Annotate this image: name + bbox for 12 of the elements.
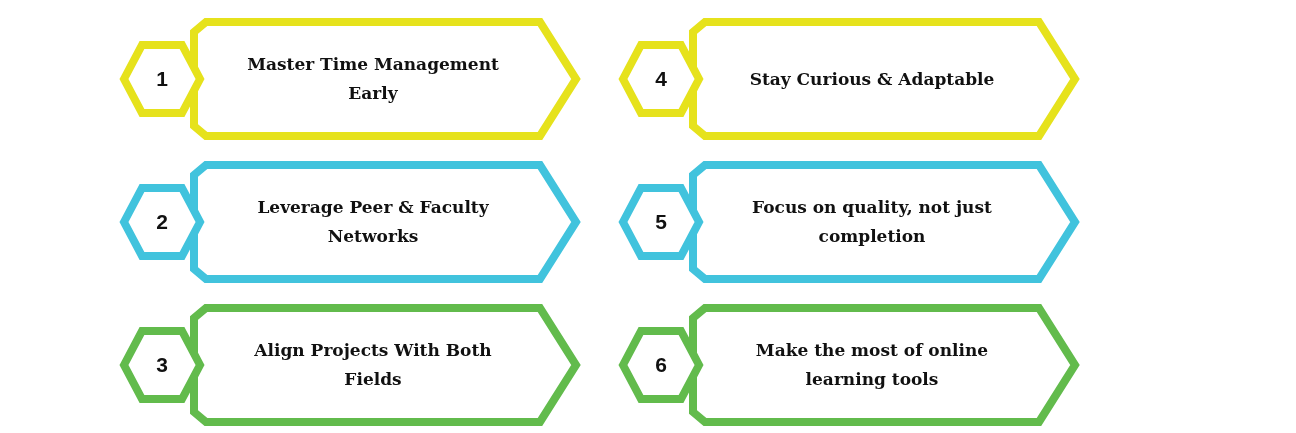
step-text: Align Projects With Both Fields <box>253 339 493 391</box>
step-text: Make the most of online learning tools <box>754 339 990 391</box>
step-number: 1 <box>156 67 168 91</box>
step-number: 3 <box>156 353 168 377</box>
step-number: 2 <box>156 210 168 234</box>
step-text: Focus on quality, not just completion <box>751 196 993 248</box>
step-text: Master Time Management Early <box>246 53 500 105</box>
step-number: 5 <box>655 210 667 234</box>
step-text: Stay Curious & Adaptable <box>749 67 995 91</box>
step-text: Leverage Peer & Faculty Networks <box>256 196 490 248</box>
step-number: 6 <box>655 353 667 377</box>
step-number: 4 <box>655 67 667 91</box>
